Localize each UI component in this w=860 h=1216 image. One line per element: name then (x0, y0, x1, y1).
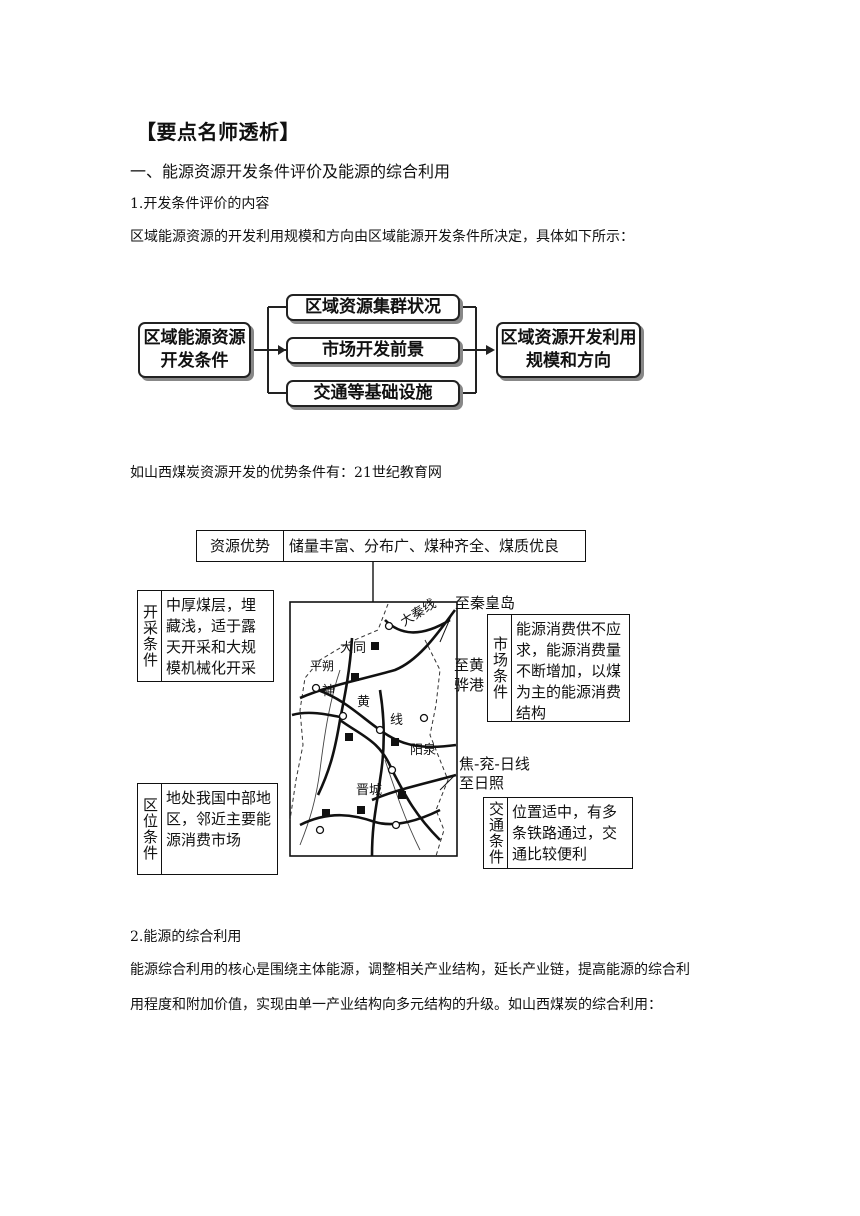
label-pingshuo: 平朔 (310, 659, 335, 673)
shanxi-coal-figure: 资源优势 储量丰富、分布广、煤种齐全、煤质优良 (0, 520, 860, 880)
transport-conditions-text: 位置适中，有多条铁路通过，交通比较便利 (512, 803, 618, 863)
label-rizhao: 至日照 (459, 774, 505, 792)
flowchart-connectors (251, 306, 495, 394)
shanxi-railway-map (289, 562, 458, 857)
market-conditions-text: 能源消费供不应求，能源消费量不断增加，以煤为主的能源消费结构 (516, 620, 622, 722)
location-conditions-box: 区位条件 地处我国中部地区，邻近主要能源消费市场 (137, 783, 278, 875)
paragraph-2: 如山西煤炭资源开发的优势条件有：21世纪教育网 (130, 465, 442, 481)
location-conditions-title: 区位条件 (138, 784, 162, 874)
label-qinhuangdao: 至秦皇岛 (455, 594, 516, 612)
label-datong: 大同 (340, 641, 367, 656)
location-conditions-text: 地处我国中部地区，邻近主要能源消费市场 (166, 789, 272, 849)
flow-middle-box-market: 市场开发前景 (286, 337, 460, 364)
flow-middle-box-transport: 交通等基础设施 (286, 380, 460, 407)
market-conditions-title: 市场条件 (488, 615, 512, 721)
resource-advantage-box: 资源优势 储量丰富、分布广、煤种齐全、煤质优良 (196, 530, 586, 562)
label-yangquan: 阳泉 (410, 743, 437, 758)
transport-conditions-title: 交通条件 (484, 798, 508, 868)
mining-conditions-title: 开采条件 (138, 591, 162, 681)
paragraph-3-line-2: 用程度和附加价值，实现由单一产业结构向多元结构的升级。如山西煤炭的综合利用： (130, 997, 662, 1013)
flow-source-box: 区域能源资源开发条件 (138, 322, 251, 378)
mining-conditions-box: 开采条件 中厚煤层，埋藏浅，适于露天开采和大规模机械化开采 (137, 590, 274, 682)
flow-middle-box-cluster: 区域资源集群状况 (286, 294, 460, 321)
label-huang: 黄 (357, 695, 371, 710)
section-heading: 【要点名师透析】 (136, 120, 300, 144)
flow-result-box: 区域资源开发利用规模和方向 (496, 322, 641, 378)
label-jincheng: 晋城 (356, 783, 383, 798)
flowchart-development-conditions: 区域能源资源开发条件 区域资源集群状况 市场开发前景 交通等基础设施 区域资源开… (0, 0, 860, 420)
paragraph-3-line-1: 能源综合利用的核心是围绕主体能源，调整相关产业结构，延长产业链，提高能源的综合利 (130, 962, 690, 978)
paragraph-1: 区域能源资源的开发利用规模和方向由区域能源开发条件所决定，具体如下所示： (130, 229, 634, 245)
label-shen: 神 (322, 684, 336, 699)
resource-advantage-title: 资源优势 (197, 531, 284, 561)
transport-conditions-box: 交通条件 位置适中，有多条铁路通过，交通比较便利 (483, 797, 633, 869)
resource-advantage-text: 储量丰富、分布广、煤种齐全、煤质优良 (289, 537, 560, 555)
label-xian: 线 (390, 713, 404, 728)
mining-conditions-text: 中厚煤层，埋藏浅，适于露天开采和大规模机械化开采 (166, 596, 257, 677)
label-jiao-yan-ri-line: 焦-兖-日线 (459, 755, 530, 773)
label-huanghua-port: 至黄骅港 (454, 656, 485, 695)
subsection-1-title: 1.开发条件评价的内容 (130, 196, 270, 212)
subsection-2-title: 2.能源的综合利用 (130, 929, 242, 945)
market-conditions-box: 市场条件 能源消费供不应求，能源消费量不断增加，以煤为主的能源消费结构 (487, 614, 630, 722)
section-1-title: 一、能源资源开发条件评价及能源的综合利用 (130, 162, 451, 181)
